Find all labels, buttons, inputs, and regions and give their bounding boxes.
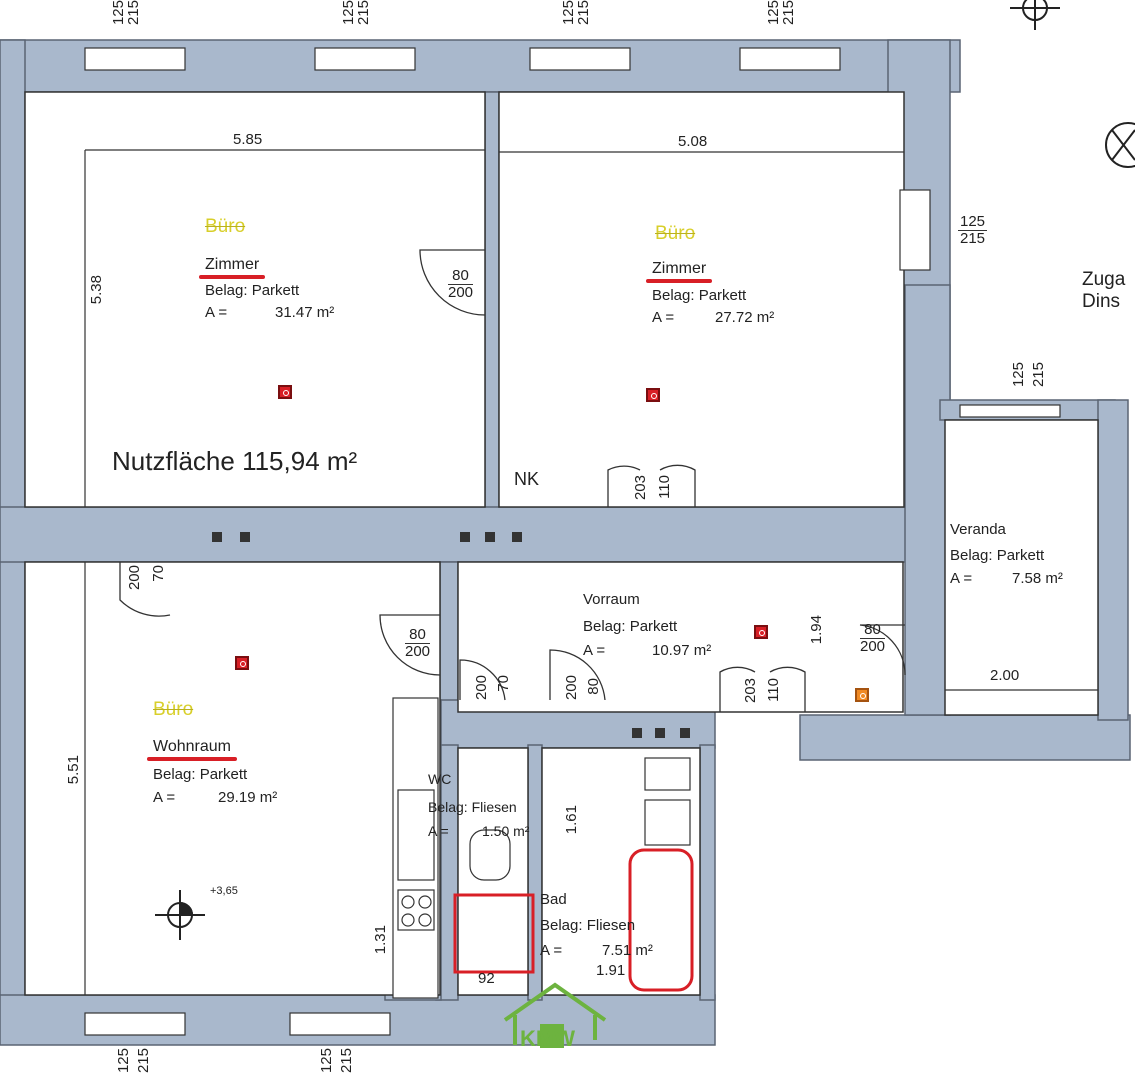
window-label-top-4b: 215 [780,0,797,26]
room-name-vorraum: Vorraum [583,591,640,608]
socket-icon [235,656,249,670]
room-name-zimmer-2: Zimmer [645,260,713,283]
door-203-nk: 203 [632,475,649,501]
room-veranda [944,419,1099,716]
flooring-zimmer-2: Belag: Parkett [652,287,747,304]
area-prefix-wohnraum: A = [153,789,176,806]
window-label-top-3b: 215 [575,0,592,26]
door-200-wohnraum: 200 [126,565,143,591]
window-label-bottom-1: 125 [115,1048,132,1074]
dim-wc-width: 1.31 [372,925,389,955]
windows [84,47,1061,1036]
flooring-wohnraum: Belag: Parkett [153,766,248,783]
logo-text: KMW [520,1026,575,1051]
level-marker-icon [155,890,205,940]
total-area-label: Nutzfläche 115,94 m² [112,446,358,476]
fan-icon [1105,122,1135,168]
utility-markers [212,532,690,738]
area-prefix-zimmer-2: A = [652,309,675,326]
room-vorraum [457,561,904,713]
house-logo: KMW [503,982,607,1051]
room-name-veranda: Veranda [950,521,1006,538]
dim-zimmer-1-height: 5.38 [88,275,105,305]
socket-icon [646,388,660,402]
flooring-bad: Belag: Fliesen [540,917,636,934]
area-prefix-zimmer-1: A = [205,304,228,321]
crossed-label-zimmer-2: Büro [655,223,696,244]
dim-bad-width: 1.91 [596,962,626,979]
kitchen [392,697,439,999]
room-name-wohnraum: Wohnraum [147,738,237,761]
area-zimmer-1: 31.47 m² [275,304,335,321]
highlights [453,848,694,992]
room-zimmer-1 [24,91,486,508]
socket-icon [278,385,292,399]
level-label: +3,65 [210,885,238,897]
door-70-wc: 70 [495,675,512,692]
door-200-bad: 200 [563,675,580,701]
area-prefix-vorraum: A = [583,642,606,659]
flooring-zimmer-1: Belag: Parkett [205,282,300,299]
flooring-vorraum: Belag: Parkett [583,618,678,635]
window-label-bottom-2: 125 [318,1048,335,1074]
dim-veranda-width: 2.00 [990,667,1020,684]
access-label-2: Dins [1082,291,1121,312]
door-203-vorraum: 203 [742,678,759,704]
window-label-top-1b: 215 [125,0,142,26]
dim-bad-height: 1.61 [563,805,580,835]
dim-vorraum-height: 1.94 [808,615,825,645]
socket-icon [855,688,869,702]
door-80-bad: 80 [585,678,602,695]
area-veranda: 7.58 m² [1012,570,1063,587]
area-wc: 1.50 m² [482,823,530,839]
dim-zimmer-1-width: 5.85 [233,131,263,148]
door-200-wc: 200 [473,675,490,701]
area-vorraum: 10.97 m² [652,642,712,659]
interior-lines [84,149,1098,995]
window-label-top-2b: 215 [355,0,372,26]
door-70-wohnraum: 70 [150,565,167,582]
socket-icon [754,625,768,639]
dim-wohnraum-height: 5.51 [65,755,82,785]
access-label-1: Zuga [1082,269,1126,290]
window-label-bottom-1b: 215 [135,1048,152,1074]
area-zimmer-2: 27.72 m² [715,309,775,326]
door-swings [119,249,906,712]
door-110-vorraum: 110 [765,678,782,702]
window-label-veranda: 125 [1010,362,1027,388]
north-marker-icon [1010,0,1060,30]
room-name-wc: WC [428,771,452,787]
dim-zimmer-2-width: 5.08 [678,133,708,150]
area-wohnraum: 29.19 m² [218,789,278,806]
rooms [24,91,1099,996]
window-label-veranda-b: 215 [1030,362,1047,388]
door-110-nk: 110 [656,475,673,499]
area-prefix-wc: A = [428,823,449,839]
dim-wc-bottom: 92 [478,970,495,987]
flooring-veranda: Belag: Parkett [950,547,1045,564]
crossed-label-zimmer-1: Büro [205,216,246,237]
room-name-bad: Bad [540,891,567,908]
area-bad: 7.51 m² [602,942,653,959]
sanitary [469,757,691,881]
area-prefix-bad: A = [540,942,563,959]
nk-label: NK [514,469,540,489]
window-label-bottom-2b: 215 [338,1048,355,1074]
flooring-wc: Belag: Fliesen [428,799,517,815]
crossed-label-wohnraum: Büro [153,699,194,720]
area-prefix-veranda: A = [950,570,973,587]
room-wohnraum [24,561,441,996]
room-name-zimmer-1: Zimmer [198,256,266,279]
room-zimmer-2 [498,91,905,508]
